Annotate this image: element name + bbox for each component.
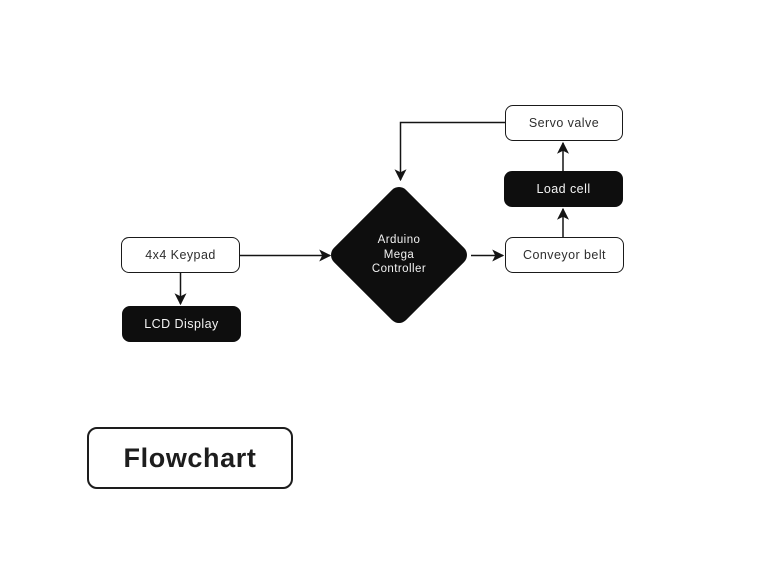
node-servo-valve: Servo valve [505,105,623,141]
node-conveyor-belt: Conveyor belt [505,237,624,273]
diagram-title-box: Flowchart [87,427,293,489]
node-lcd-display: LCD Display [122,306,241,342]
node-load-cell: Load cell [504,171,623,207]
node-conveyor-belt-label: Conveyor belt [523,248,606,262]
node-controller-label-line2: Mega [383,248,415,261]
node-keypad: 4x4 Keypad [121,237,240,273]
edge-servo-valve-to-controller [394,121,505,182]
node-controller-label: Arduino Mega Controller [339,233,459,277]
diagram-title: Flowchart [123,442,257,473]
node-load-cell-label: Load cell [536,182,591,196]
node-keypad-label: 4x4 Keypad [145,248,216,262]
node-controller-label-line3: Controller [371,263,427,275]
node-lcd-display-label: LCD Display [144,317,219,331]
node-controller-label-line1: Arduino [377,234,421,246]
node-servo-valve-label: Servo valve [528,116,600,130]
